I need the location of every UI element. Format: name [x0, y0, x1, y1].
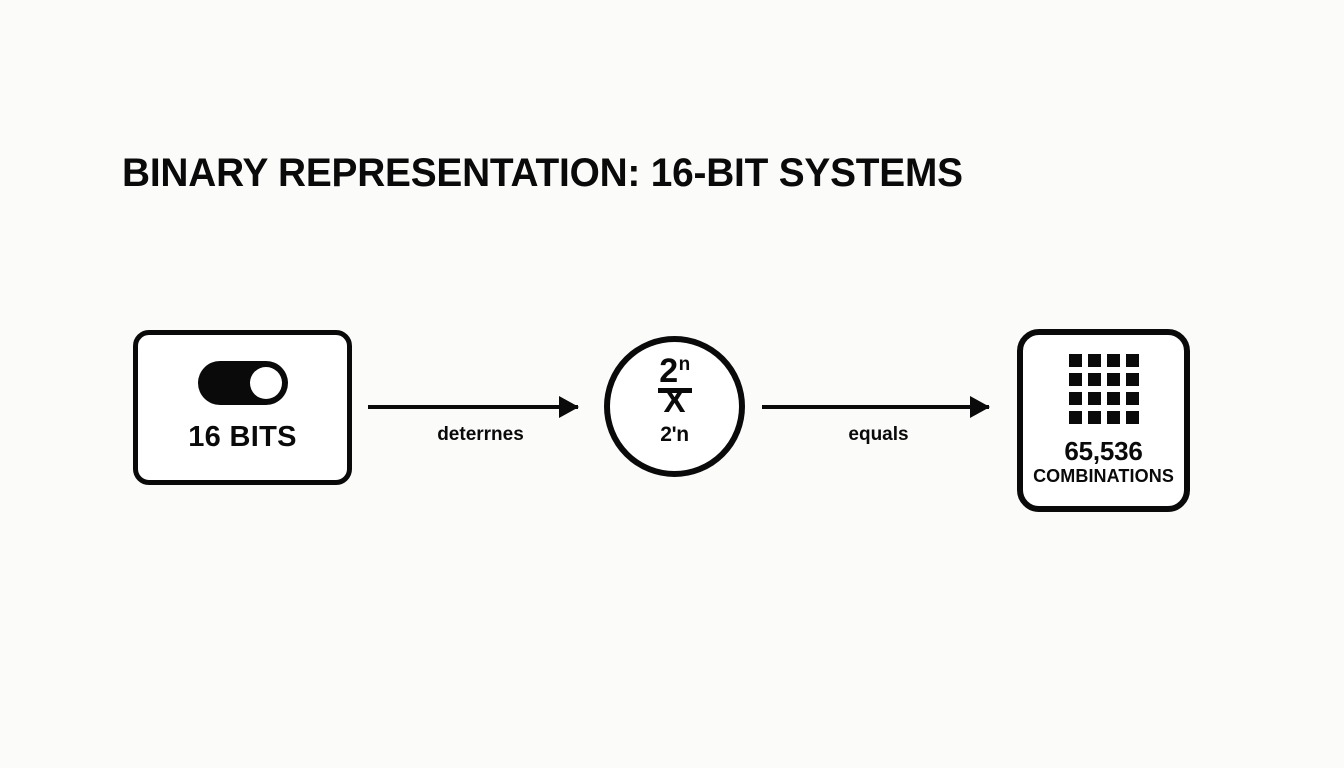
grid-4x4-icon — [1068, 354, 1139, 425]
result-caption: COMBINATIONS — [1033, 465, 1174, 486]
connector-label-determines: deterrnes — [437, 424, 524, 445]
grid-cell — [1125, 354, 1139, 368]
grid-cell — [1106, 392, 1120, 406]
page-title: BINARY REPRESENTATION: 16-BIT SYSTEMS — [122, 151, 963, 195]
grid-cell — [1125, 373, 1139, 387]
connector-arrow-2 — [762, 405, 989, 409]
node-bits: 16 BITS — [133, 330, 352, 485]
grid-cell — [1068, 373, 1082, 387]
grid-cell — [1068, 392, 1082, 406]
connector-label-equals: equals — [848, 424, 909, 445]
formula-primary: 2n — [610, 354, 739, 388]
formula-stack: 2n X 2'n — [610, 342, 739, 471]
grid-cell — [1106, 373, 1120, 387]
grid-cell — [1125, 392, 1139, 406]
node-bits-label: 16 BITS — [188, 421, 297, 453]
formula-exponent: n — [678, 353, 691, 375]
node-formula: 2n X 2'n — [604, 336, 745, 477]
grid-cell — [1087, 354, 1101, 368]
grid-cell — [1068, 354, 1082, 368]
grid-cell — [1125, 411, 1139, 425]
grid-cell — [1087, 373, 1101, 387]
grid-cell — [1087, 411, 1101, 425]
formula-glyph: X — [663, 382, 686, 419]
connector-arrow-1 — [368, 405, 578, 409]
formula-bar — [657, 388, 692, 393]
grid-cell — [1068, 411, 1082, 425]
grid-cell — [1106, 354, 1120, 368]
formula-base: 2 — [659, 352, 678, 390]
toggle-knob — [249, 367, 282, 399]
toggle-switch-icon — [197, 361, 288, 405]
grid-cell — [1106, 411, 1120, 425]
result-value: 65,536 — [1064, 436, 1143, 467]
grid-cell — [1087, 392, 1101, 406]
node-result: 65,536 COMBINATIONS — [1017, 329, 1190, 512]
formula-secondary: 2'n — [660, 423, 689, 446]
